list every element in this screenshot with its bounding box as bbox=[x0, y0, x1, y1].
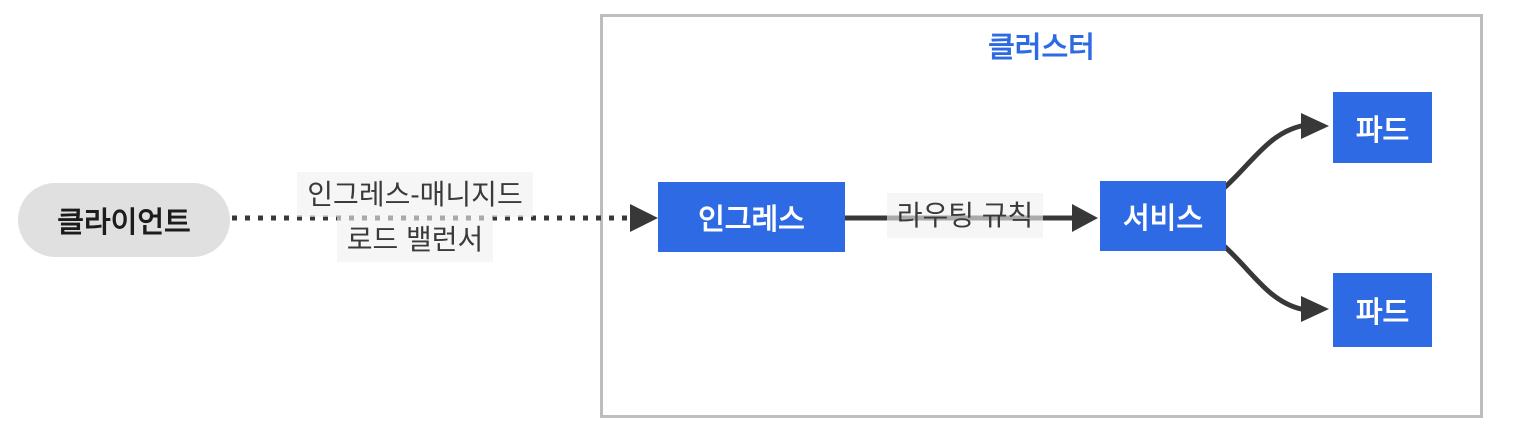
pod-bottom-label: 파드 bbox=[1355, 297, 1410, 329]
ingress-node-label: 인그레스 bbox=[698, 204, 805, 236]
service-node: 서비스 bbox=[1100, 181, 1226, 251]
service-podtop-connector bbox=[1220, 123, 1304, 192]
routing-rules-edge-label: 라우팅 규칙 bbox=[860, 193, 1070, 238]
service-podbottom-connector bbox=[1220, 242, 1304, 312]
service-podbottom-arrowhead-icon bbox=[1301, 296, 1329, 322]
client-node: 클라이언트 bbox=[18, 183, 230, 257]
client-ingress-arrowhead-icon bbox=[630, 204, 658, 232]
ingress-node: 인그레스 bbox=[658, 182, 845, 252]
pod-node-top: 파드 bbox=[1333, 92, 1432, 163]
service-podtop-arrowhead-icon bbox=[1301, 113, 1329, 139]
load-balancer-edge-label: 인그레스-매니지드 로드 밸런서 bbox=[255, 172, 575, 262]
cluster-title: 클러스터 bbox=[988, 32, 1095, 64]
service-node-label: 서비스 bbox=[1122, 203, 1204, 235]
pod-node-bottom: 파드 bbox=[1333, 273, 1432, 347]
ingress-service-arrowhead-icon bbox=[1072, 204, 1098, 232]
pod-top-label: 파드 bbox=[1355, 114, 1410, 147]
client-node-label: 클라이언트 bbox=[57, 207, 191, 239]
cluster-boundary bbox=[600, 14, 1483, 418]
load-balancer-label-line2: 로드 밸런서 bbox=[336, 217, 494, 262]
load-balancer-label-line1: 인그레스-매니지드 bbox=[297, 172, 533, 217]
routing-rules-label-text: 라우팅 규칙 bbox=[886, 193, 1044, 238]
